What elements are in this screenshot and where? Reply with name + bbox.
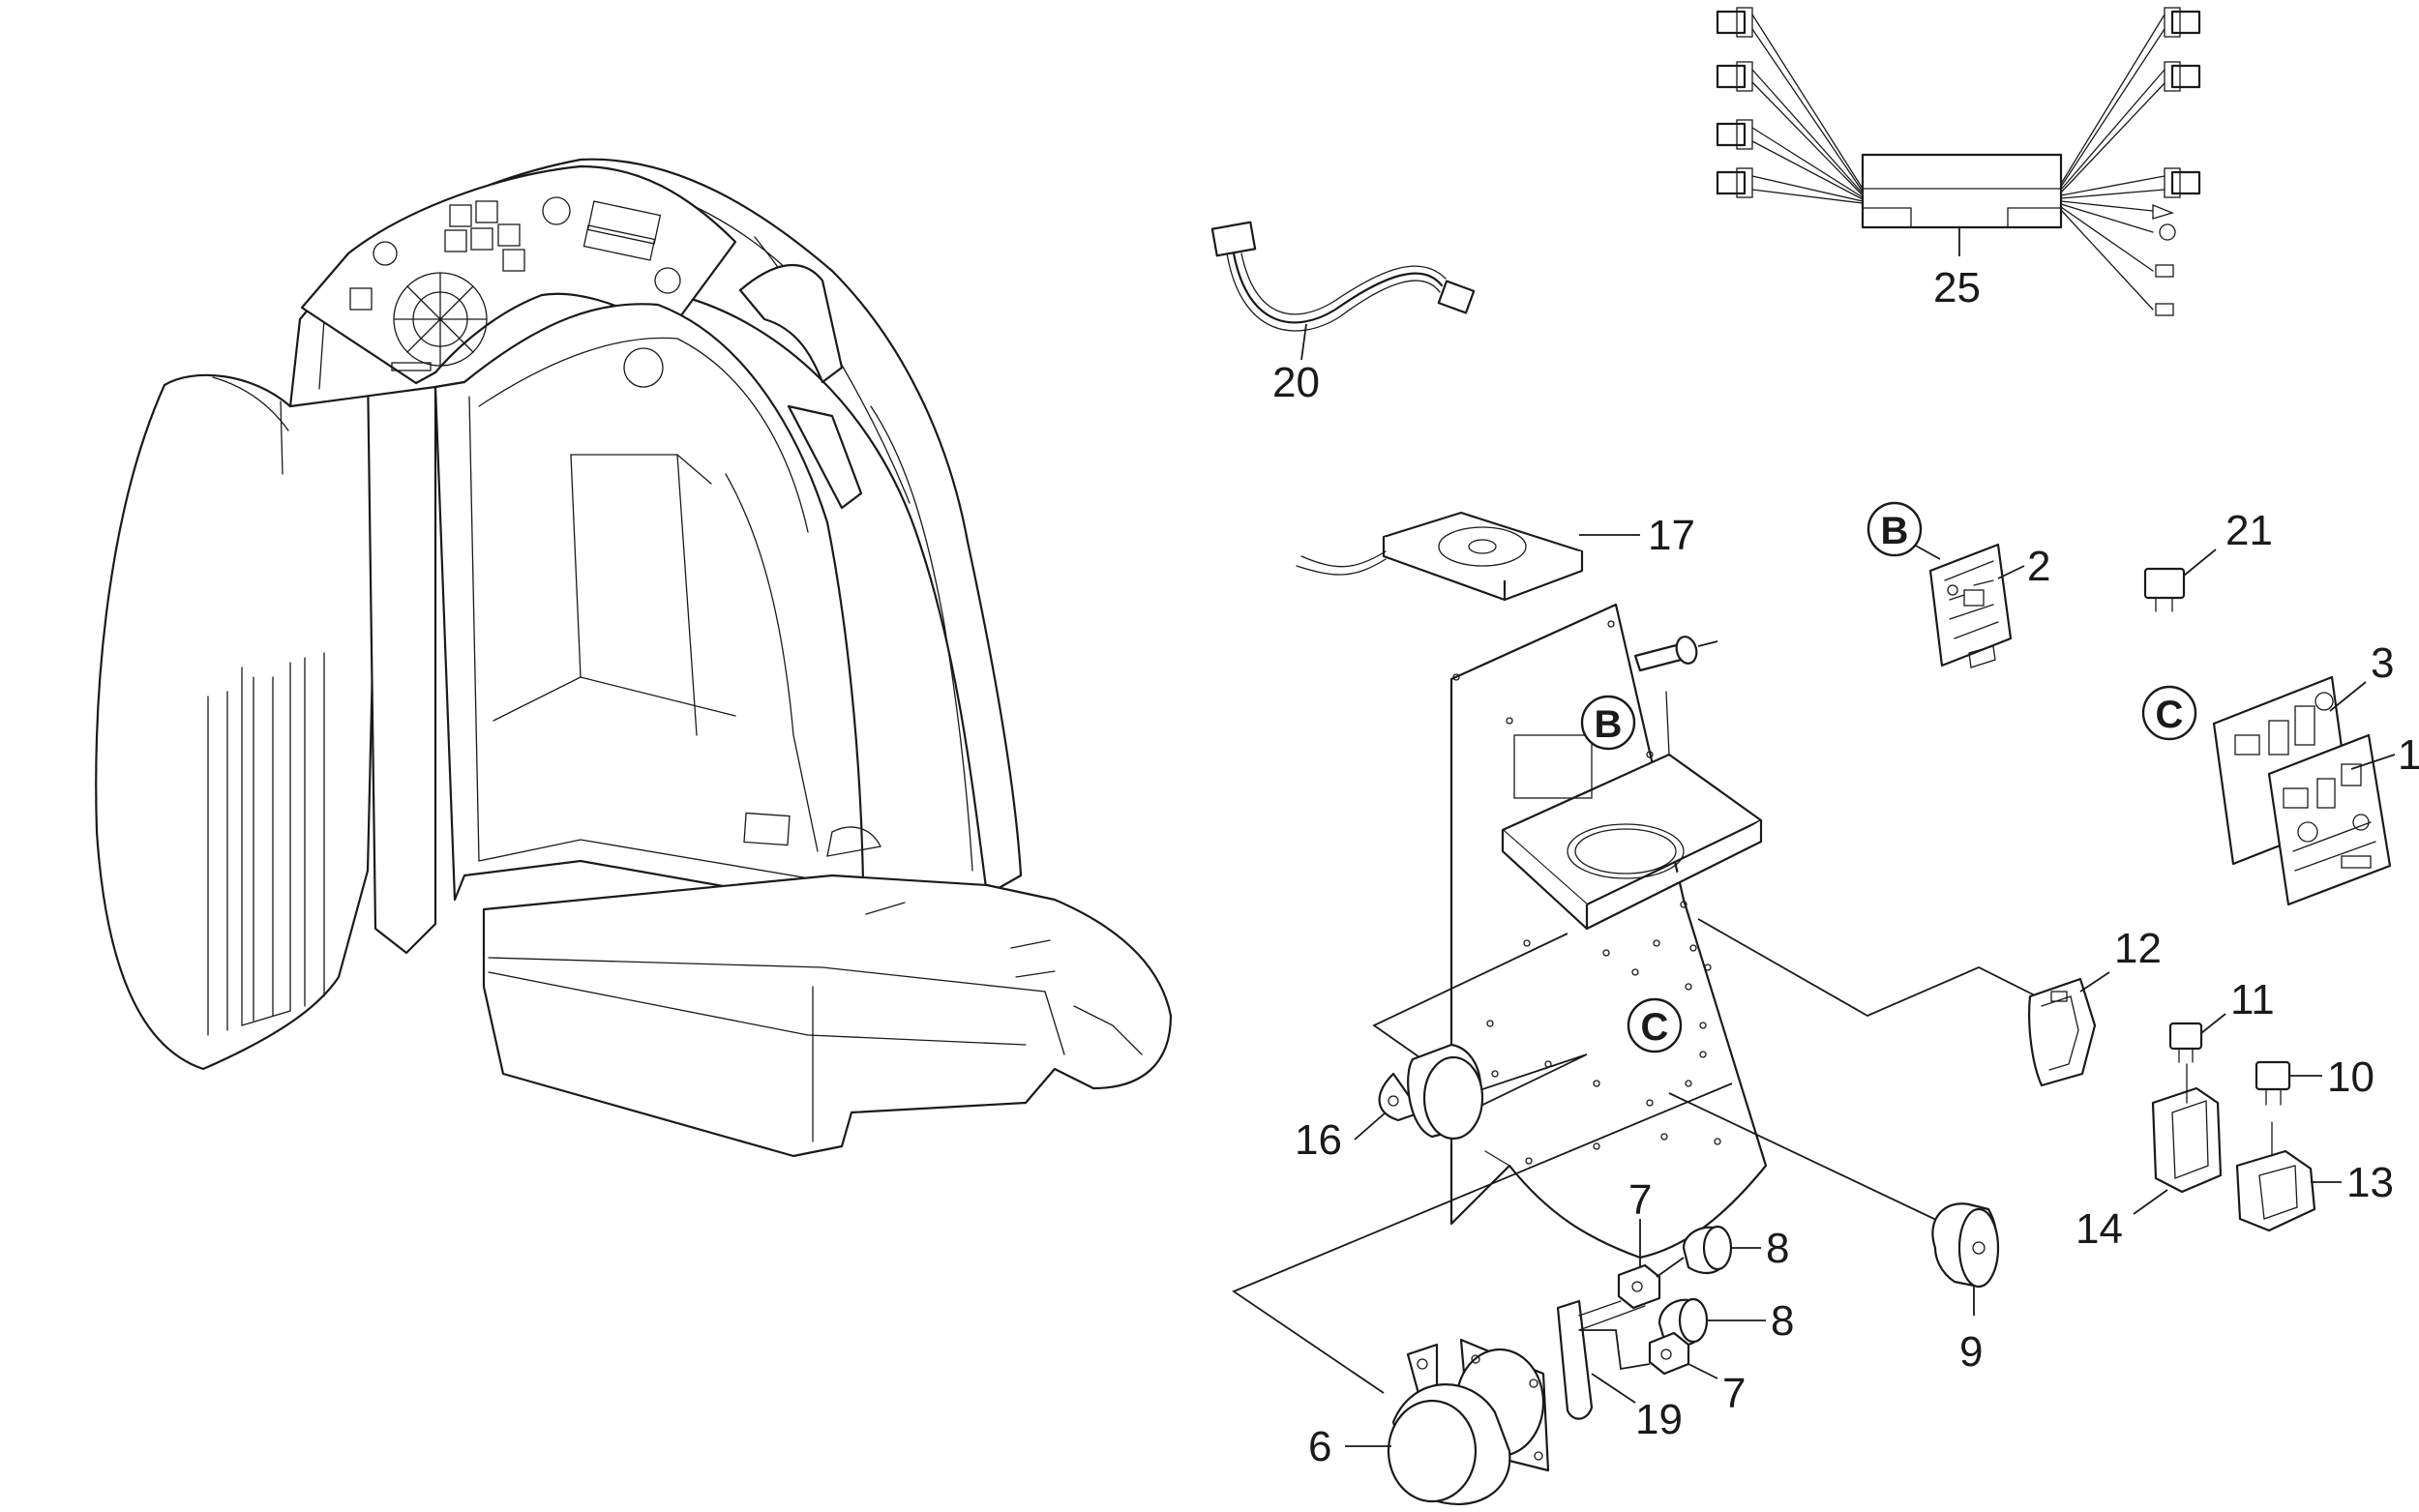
callout-3: 3 bbox=[2371, 639, 2394, 687]
part-10-fuse bbox=[2255, 1060, 2322, 1106]
screw bbox=[1633, 636, 1718, 672]
panel-holes bbox=[1452, 620, 1721, 1165]
callout-21: 21 bbox=[2225, 507, 2273, 554]
part-16-buzzer bbox=[1354, 1043, 1484, 1141]
callout-7-upper: 7 bbox=[1628, 1176, 1652, 1224]
callout-12: 12 bbox=[2114, 925, 2162, 972]
callout-19: 19 bbox=[1635, 1396, 1683, 1443]
badge-c-panel: C bbox=[1627, 997, 1683, 1053]
callout-16: 16 bbox=[1295, 1116, 1342, 1164]
part-17-fan bbox=[1296, 511, 1640, 602]
part-7-spacer-lower bbox=[1648, 1331, 1718, 1379]
badge-b-panel: B bbox=[1580, 695, 1636, 751]
part-2-circuit-board bbox=[1913, 543, 2025, 668]
part-8-bumper-upper bbox=[1656, 1225, 1761, 1278]
part-1-circuit-board bbox=[2267, 733, 2396, 906]
badge-b-board: B bbox=[1867, 501, 1923, 557]
callout-20: 20 bbox=[1272, 359, 1320, 406]
callout-2: 2 bbox=[2027, 543, 2050, 590]
part-14-fuse-holder bbox=[2133, 1063, 2223, 1215]
part-13-fuse-holder bbox=[2235, 1121, 2342, 1232]
part-20-ribbon-cable bbox=[1210, 221, 1476, 361]
main-housing bbox=[95, 158, 1173, 1158]
badge-b-panel-label: B bbox=[1595, 703, 1623, 746]
callout-6: 6 bbox=[1308, 1423, 1331, 1470]
badge-c-board: C bbox=[2141, 685, 2197, 741]
callout-7-lower: 7 bbox=[1722, 1370, 1746, 1417]
part-6-actuator bbox=[1345, 1338, 1550, 1505]
callout-8-upper: 8 bbox=[1766, 1225, 1789, 1272]
harness-left-connectors bbox=[1716, 7, 1864, 204]
part-21-fuse bbox=[2143, 548, 2217, 612]
callout-14: 14 bbox=[2076, 1205, 2123, 1253]
callout-8-lower: 8 bbox=[1771, 1297, 1794, 1345]
part-25-wiring-harness bbox=[1716, 7, 2201, 316]
callout-9: 9 bbox=[1959, 1328, 1983, 1376]
harness-right-connectors bbox=[2060, 7, 2201, 316]
badge-c-board-label: C bbox=[2156, 694, 2184, 736]
callout-13: 13 bbox=[2346, 1159, 2394, 1206]
callout-17: 17 bbox=[1648, 512, 1695, 559]
part-11-fuse bbox=[2168, 1013, 2226, 1063]
part-7-spacer-upper bbox=[1617, 1219, 1661, 1310]
callout-10: 10 bbox=[2327, 1053, 2374, 1101]
badge-c-panel-label: C bbox=[1641, 1006, 1669, 1049]
callout-25: 25 bbox=[1933, 264, 1981, 311]
callout-1: 1 bbox=[2398, 731, 2419, 779]
badge-b-board-label: B bbox=[1881, 510, 1909, 552]
part-12-relay-holder bbox=[2028, 971, 2110, 1087]
mounting-panel bbox=[1232, 603, 2038, 1394]
callout-11: 11 bbox=[2230, 976, 2275, 1023]
part-9-grommet bbox=[1931, 1202, 2000, 1316]
part-19-bracket bbox=[1556, 1299, 1651, 1420]
